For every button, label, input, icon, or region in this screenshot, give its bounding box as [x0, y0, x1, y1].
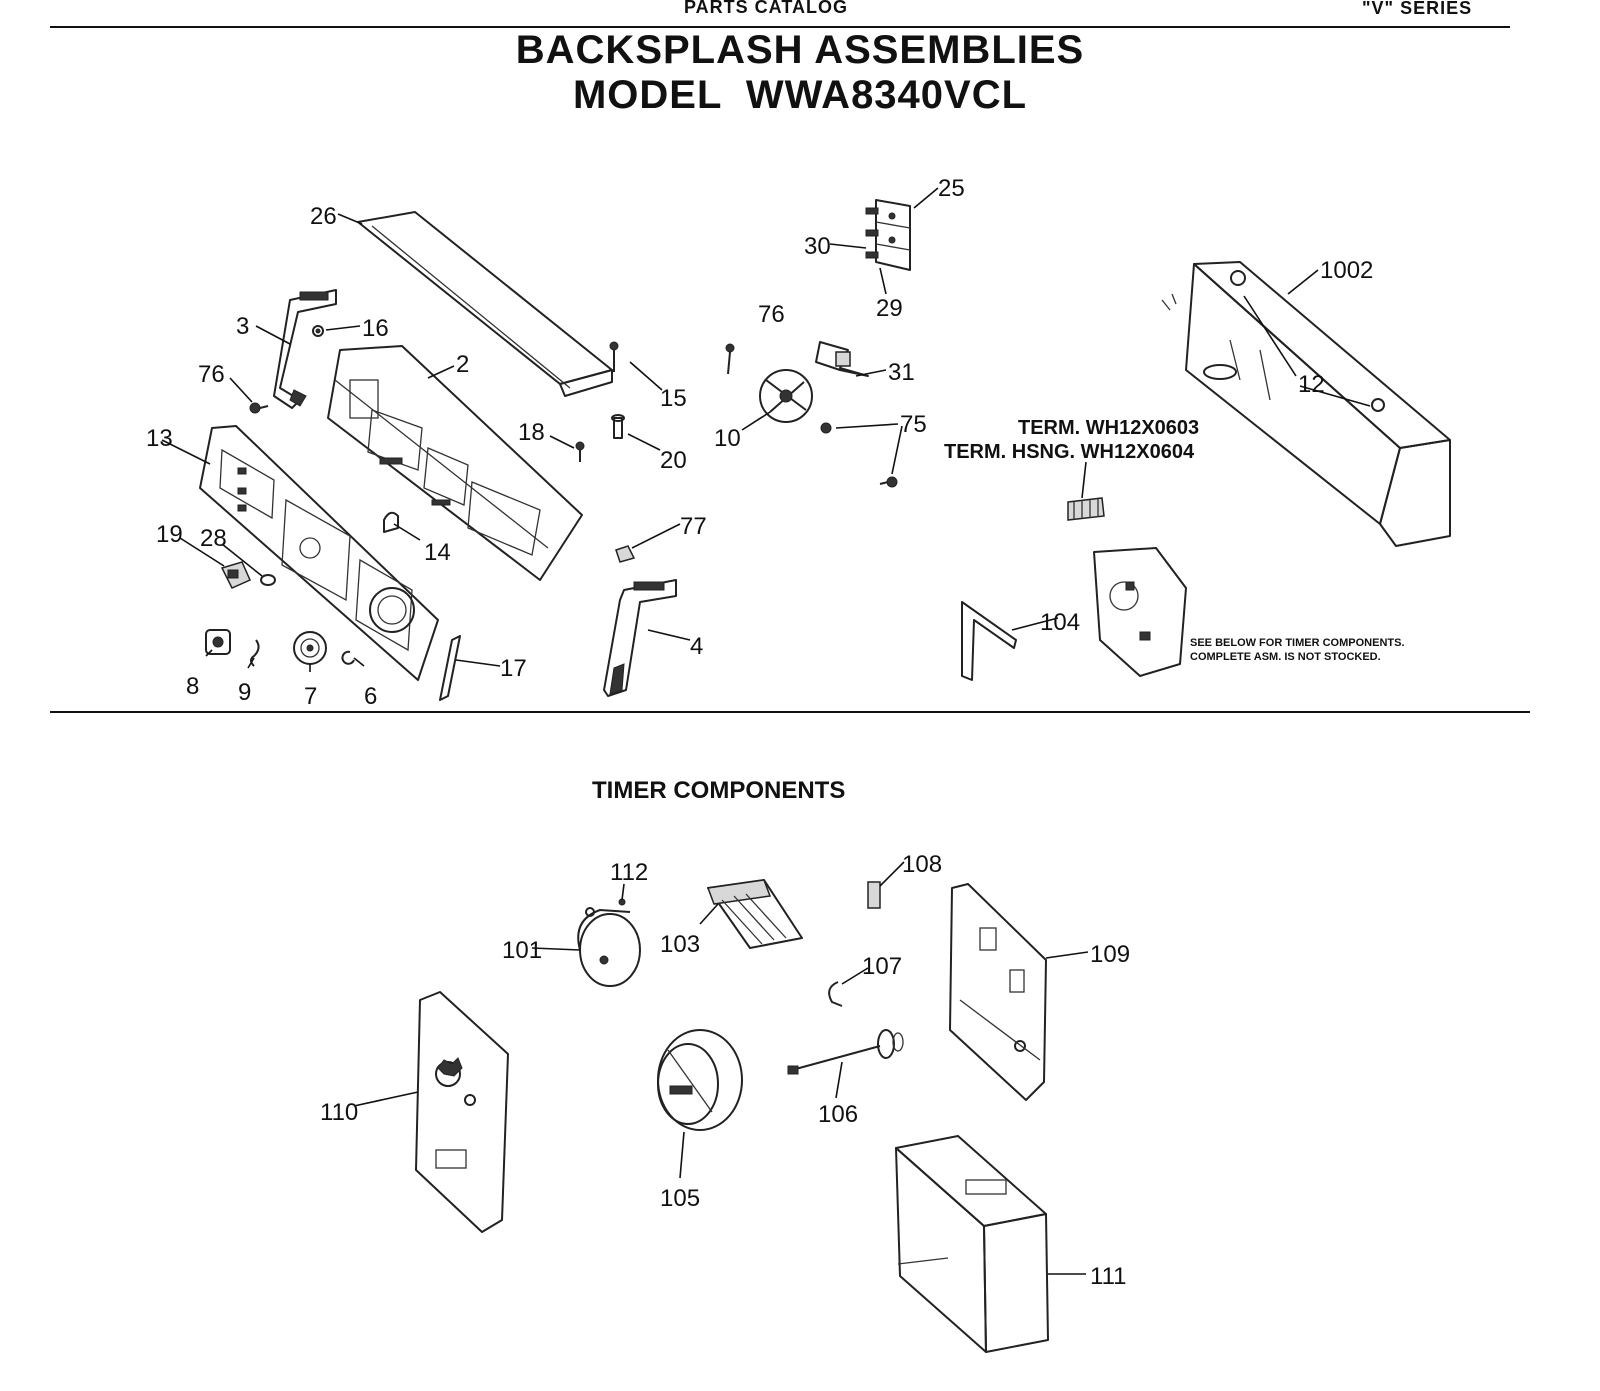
- label-18: 18: [518, 419, 545, 446]
- label-13: 13: [146, 425, 173, 452]
- part-25-terminal-block: [865, 199, 911, 271]
- part-76-screw-right: [725, 343, 735, 375]
- part-28-lamp: [260, 574, 276, 586]
- part-19-switch: [220, 561, 251, 589]
- catalog-header: PARTS CATALOG: [684, 0, 848, 17]
- part-104-bracket: [961, 601, 1017, 681]
- label-76-right: 76: [758, 301, 785, 328]
- label-107: 107: [862, 953, 902, 980]
- label-20: 20: [660, 447, 687, 474]
- label-77: 77: [680, 513, 707, 540]
- label-106: 106: [818, 1101, 858, 1128]
- part-7-knob: [293, 631, 327, 665]
- part-6-retaining-ring: [341, 650, 355, 665]
- label-14: 14: [424, 539, 451, 566]
- label-15: 15: [660, 385, 687, 412]
- label-105: 105: [660, 1185, 700, 1212]
- title-line-1: BACKSPLASH ASSEMBLIES: [515, 28, 1085, 72]
- timer-note-line-1: SEE BELOW FOR TIMER COMPONENTS.: [1190, 637, 1405, 649]
- timer-assembly-outline: [1093, 547, 1187, 677]
- section-divider: [50, 711, 1530, 713]
- terminal-housing: [1067, 497, 1105, 521]
- part-105-cam-drum: [657, 1029, 743, 1131]
- part-1002-backsplash-housing: [1161, 261, 1451, 547]
- part-101-timer-motor: [577, 907, 641, 987]
- label-25: 25: [938, 175, 965, 202]
- label-112: 112: [610, 859, 648, 886]
- part-75-screws: [820, 422, 898, 488]
- part-109-timer-frame: [949, 883, 1047, 1101]
- part-8-knob-housing: [205, 629, 231, 655]
- label-9: 9: [238, 679, 251, 706]
- part-16-clip: [312, 325, 324, 337]
- callout-labels: 26 25 30 29 1002 3 16 76 76 2 15 31 12 1…: [146, 175, 1405, 1290]
- label-2: 2: [456, 351, 469, 378]
- label-109: 109: [1090, 941, 1130, 968]
- part-14-clip: [383, 511, 399, 533]
- label-8: 8: [186, 673, 199, 700]
- part-13-front-panel: [199, 425, 439, 681]
- label-111: 111: [1090, 1263, 1126, 1290]
- label-101: 101: [502, 937, 542, 964]
- part-26-top-cover: [357, 211, 613, 397]
- label-16: 16: [362, 315, 389, 342]
- part-3-left-end-bracket: [273, 289, 337, 409]
- part-106-timer-shaft: [787, 1029, 904, 1075]
- part-103-connector: [706, 879, 803, 949]
- title-line-2: MODEL WWA8340VCL: [572, 73, 1028, 117]
- label-17: 17: [500, 655, 527, 682]
- label-1002: 1002: [1320, 257, 1373, 284]
- part-20-pin: [611, 414, 625, 439]
- timer-note-line-2: COMPLETE ASM. IS NOT STOCKED.: [1190, 651, 1381, 663]
- leader-lines: [161, 187, 1371, 1275]
- timer-components-heading: TIMER COMPONENTS: [592, 777, 845, 804]
- label-104: 104: [1040, 609, 1080, 636]
- part-17-trim-strip: [439, 635, 461, 701]
- label-108: 108: [902, 851, 942, 878]
- part-4-right-end-bracket: [603, 579, 677, 697]
- part-107-spring-clip: [828, 981, 843, 1007]
- label-28: 28: [200, 525, 227, 552]
- label-12: 12: [1298, 371, 1325, 398]
- label-4: 4: [690, 633, 703, 660]
- part-31-bracket: [815, 341, 869, 377]
- part-10-switch: [759, 369, 813, 423]
- part-77-clip: [615, 545, 636, 563]
- part-15-screw: [609, 341, 619, 372]
- part-2-control-panel-frame: [327, 345, 583, 581]
- label-110: 110: [320, 1099, 358, 1126]
- label-29: 29: [876, 295, 903, 322]
- label-30: 30: [804, 233, 831, 260]
- label-7: 7: [304, 683, 317, 710]
- part-76-screw-left: [249, 402, 269, 414]
- part-110-timer-plate: [415, 991, 509, 1233]
- label-6: 6: [364, 683, 377, 710]
- label-75: 75: [900, 411, 927, 438]
- label-26: 26: [310, 203, 337, 230]
- label-10: 10: [714, 425, 741, 452]
- label-103: 103: [660, 931, 700, 958]
- label-31: 31: [888, 359, 915, 386]
- top-rule: [50, 26, 1510, 28]
- series-header: "V" SERIES: [1362, 0, 1473, 18]
- label-3: 3: [236, 313, 249, 340]
- label-19: 19: [156, 521, 183, 548]
- term-note-line-1: TERM. WH12X0603: [1018, 417, 1199, 439]
- label-76-left: 76: [198, 361, 225, 388]
- page-title: BACKSPLASH ASSEMBLIES MODEL WWA8340VCL: [0, 28, 1600, 118]
- term-note-line-2: TERM. HSNG. WH12X0604: [944, 441, 1195, 463]
- part-18-screw: [575, 441, 585, 462]
- part-111-timer-cover: [895, 1135, 1049, 1353]
- part-108-clip: [867, 881, 881, 909]
